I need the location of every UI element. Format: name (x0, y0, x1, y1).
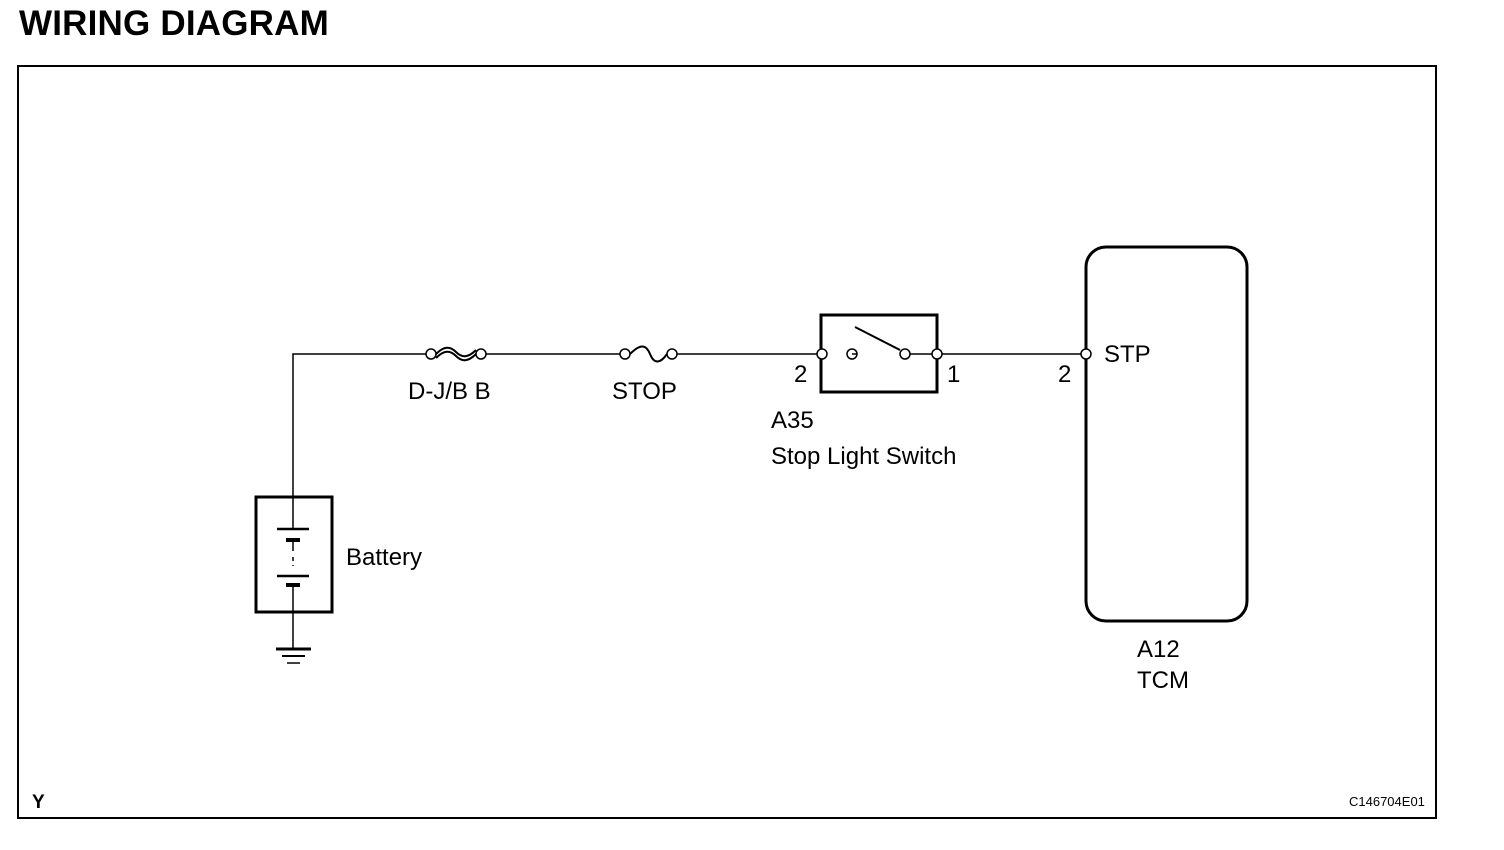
fuse-djb-label: D-J/B B (408, 378, 491, 405)
ground-icon (276, 612, 311, 664)
battery-symbol (254, 495, 334, 614)
page-title: WIRING DIAGRAM (19, 4, 329, 43)
footer-left-code: Y (32, 792, 45, 813)
tcm-pin: 2 (1058, 361, 1072, 388)
fuse-djb-icon (425, 346, 487, 362)
tcm-box (1080, 245, 1249, 623)
switch-name: Stop Light Switch (771, 443, 957, 470)
tcm-code: A12 (1137, 636, 1180, 663)
wire-battery-to-fuse (292, 353, 426, 497)
fuse-stop-icon (619, 345, 678, 363)
battery-label: Battery (346, 544, 423, 571)
tcm-terminal: STP (1104, 341, 1151, 368)
stop-light-switch-symbol (816, 313, 943, 394)
diagram-frame (17, 65, 1437, 819)
switch-code: A35 (771, 407, 814, 434)
fuse-stop-label: STOP (612, 378, 677, 405)
switch-pin-right: 1 (947, 361, 961, 388)
tcm-name: TCM (1137, 667, 1189, 694)
figure-id: C146704E01 (1349, 794, 1425, 809)
switch-pin-left: 2 (794, 361, 808, 388)
